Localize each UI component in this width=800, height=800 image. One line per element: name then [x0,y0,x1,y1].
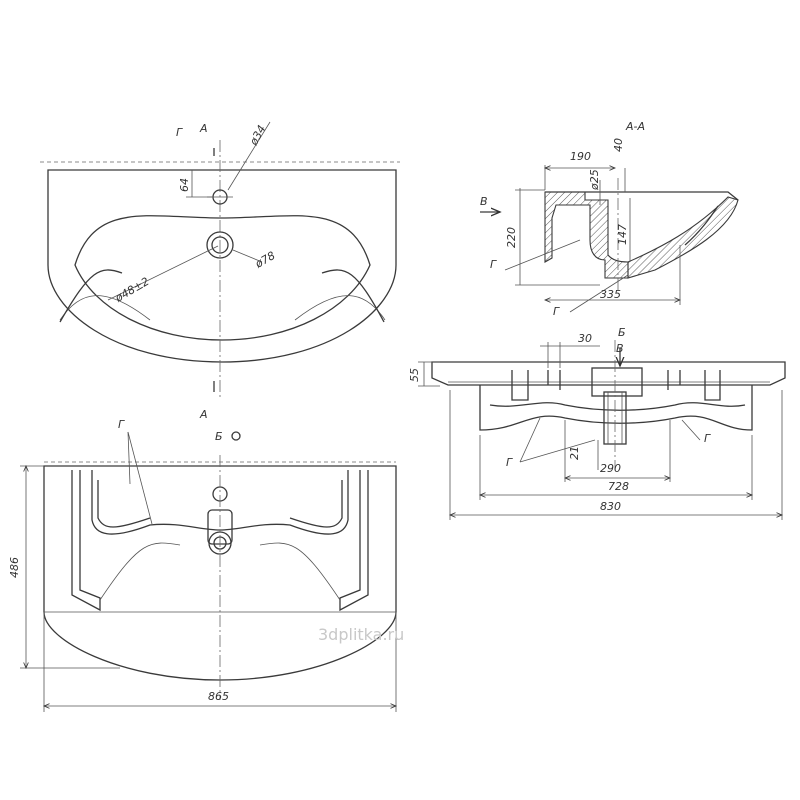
label-b-marker: Б [215,430,223,443]
label-aa: А-А [625,120,645,133]
label-a-top: А [199,122,208,135]
dim-r48: ø48±2 [112,275,151,305]
dim-d78: ø78 [252,249,277,271]
dim-h64: 64 [178,178,191,192]
label-g-front-left: Г [506,456,513,469]
label-g-section2: Г [553,305,560,318]
label-g-front-right: Г [704,432,711,445]
dim-w290: 290 [600,462,621,475]
section-aa [480,165,739,313]
label-g-bottom: Г [118,418,125,431]
dim-w865: 865 [208,690,229,703]
label-g-top: Г [176,126,183,139]
dim-h21: 21 [568,446,581,460]
top-view [40,121,400,400]
dim-h55: 55 [408,368,421,382]
dim-d34: ø34 [247,123,269,148]
label-v-left: В [480,195,488,208]
dim-h147: 147 [616,224,629,245]
dim-w728: 728 [608,480,629,493]
dim-h40: 40 [612,138,625,152]
dim-w30: 30 [578,332,592,345]
label-b-front: Б [618,326,626,339]
dim-h486: 486 [8,557,21,578]
dim-w335: 335 [600,288,621,301]
label-a-bottom: А [199,408,208,421]
label-g-section1: Г [490,258,497,271]
dim-h220: 220 [505,227,518,248]
watermark: 3dplitka.ru [318,625,404,644]
dim-w190: 190 [570,150,591,163]
dim-d25: ø25 [588,169,601,191]
front-view [418,340,786,520]
label-v-front: В [616,342,624,355]
bottom-view [20,431,396,712]
dim-w830: 830 [600,500,621,513]
